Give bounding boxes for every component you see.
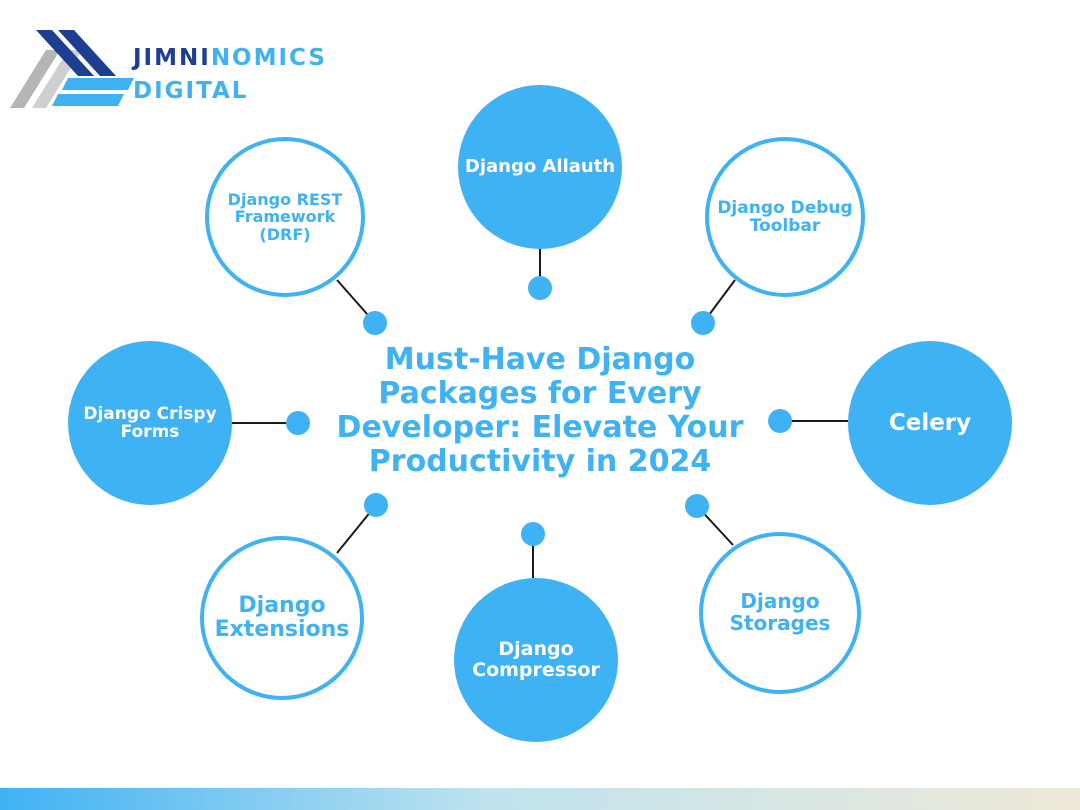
connector-dot-debug-toolbar (691, 311, 715, 335)
brand-line-2: DIGITAL (133, 78, 249, 104)
connector-dot-crispy-forms (286, 411, 310, 435)
node-django-crispy-forms: Django Crispy Forms (68, 341, 232, 505)
brand-line-1: JIMNINOMICS (133, 45, 327, 71)
brand-part-b: NOMICS (210, 45, 327, 71)
center-title: Must-Have Django Packages for Every Deve… (336, 342, 744, 479)
node-django-storages: Django Storages (699, 532, 861, 694)
node-django-compressor: Django Compressor (454, 578, 618, 742)
logo-mark-icon (10, 30, 134, 108)
node-django-extensions: Django Extensions (200, 536, 364, 700)
connector-dot-storages (685, 494, 709, 518)
connector-dot-compressor (521, 522, 545, 546)
node-django-rest-framework: Django REST Framework (DRF) (205, 137, 365, 297)
connector-dot-drf (363, 311, 387, 335)
node-django-allauth: Django Allauth (458, 85, 622, 249)
connector-dot-allauth (528, 276, 552, 300)
bottom-gradient-bar (0, 788, 1080, 810)
node-django-debug-toolbar: Django Debug Toolbar (705, 137, 865, 297)
node-celery: Celery (848, 341, 1012, 505)
connector-dot-extensions (364, 493, 388, 517)
brand-part-a: JIMNI (133, 45, 211, 71)
connector-dot-celery (768, 409, 792, 433)
